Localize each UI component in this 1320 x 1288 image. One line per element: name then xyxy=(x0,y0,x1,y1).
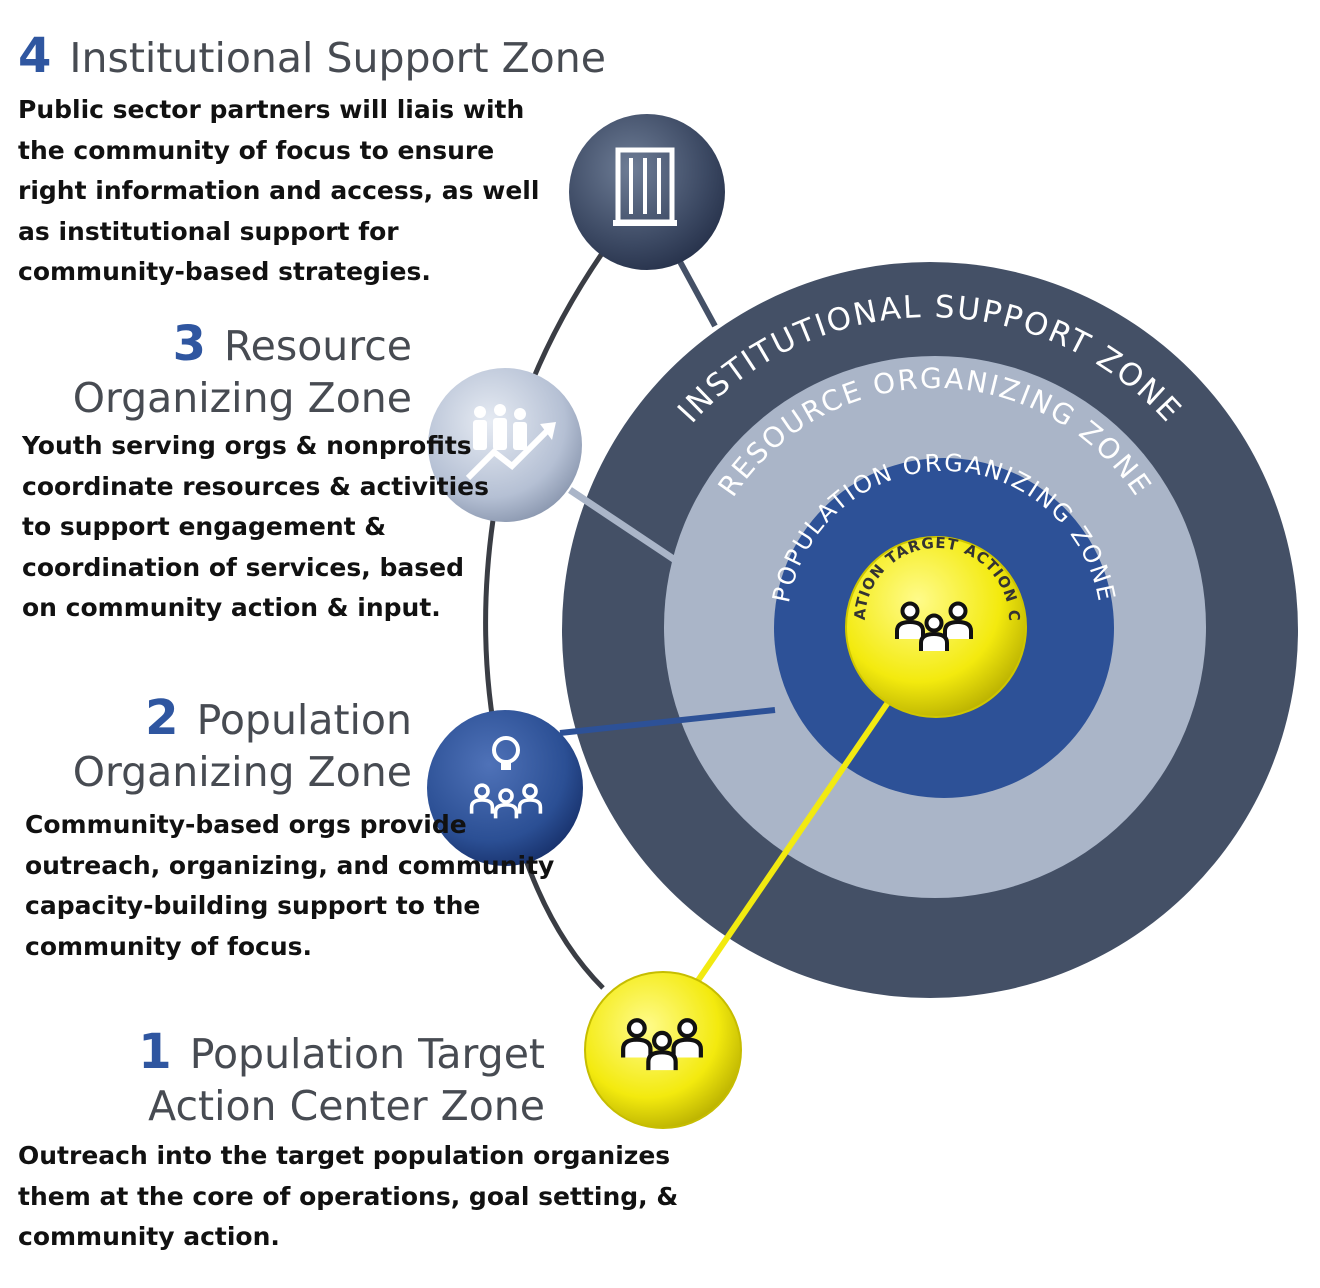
zone-4-title: Institutional Support Zone xyxy=(69,34,606,82)
zone-2-heading: 2 Population Organizing Zone xyxy=(40,692,412,798)
zone-2-badge xyxy=(427,710,583,866)
zone-1-title-line2: Action Center Zone xyxy=(148,1082,545,1130)
zone-2-number: 2 xyxy=(145,690,179,746)
zone-3-description: Youth serving orgs & nonprofits coordina… xyxy=(22,431,490,623)
zone-1-description: Outreach into the target population orga… xyxy=(18,1141,679,1252)
zone-3-heading: 3 Resource Organizing Zone xyxy=(40,318,412,424)
growing-team-icon xyxy=(465,404,556,481)
zone-2-title-line2: Organizing Zone xyxy=(72,748,412,796)
zone-3-title: Resource xyxy=(223,322,412,370)
zone-1-title: Population Target xyxy=(189,1030,545,1078)
connector-center xyxy=(694,693,896,984)
zone-4-number: 4 xyxy=(18,28,52,84)
zone-3-title-line2: Organizing Zone xyxy=(72,374,412,422)
zone-4-heading: 4 Institutional Support Zone xyxy=(18,30,658,84)
connector-population xyxy=(559,707,776,736)
building-icon xyxy=(613,147,677,226)
connector-institutional xyxy=(675,256,718,328)
zone-1-heading: 1 Population Target Action Center Zone xyxy=(40,1026,545,1132)
zone-3-number: 3 xyxy=(172,316,206,372)
zone-2-description: Community-based orgs provide outreach, o… xyxy=(25,810,555,961)
zone-4-description: Public sector partners will liais with t… xyxy=(18,95,540,287)
connector-resource xyxy=(568,487,677,563)
idea-group-icon xyxy=(469,736,543,821)
zone-2-title: Population xyxy=(196,696,412,744)
zone-1-number: 1 xyxy=(138,1024,172,1080)
